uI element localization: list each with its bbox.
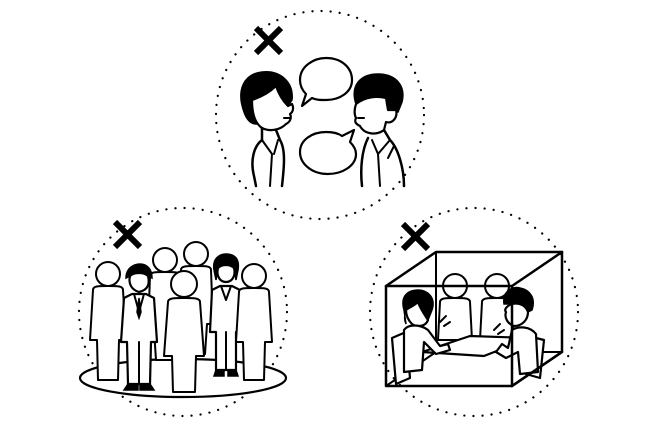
conversation-panel (214, 9, 426, 221)
speech-bubble-bottom (298, 128, 358, 176)
room-ghost-figure (437, 273, 473, 341)
closed-room-panel (368, 206, 580, 418)
man-talking-figure (353, 73, 406, 188)
cross-mark-icon (400, 221, 431, 252)
crowd-dotted-circle (77, 206, 289, 418)
suited-man-figure (119, 263, 159, 391)
crowd-person-silhouette (163, 270, 205, 393)
crowd-panel (77, 206, 289, 418)
woman-talking-figure (240, 71, 295, 188)
speech-bubble-top (298, 56, 354, 108)
suited-woman-figure (208, 253, 244, 377)
room-cube-front (384, 250, 564, 388)
room-woman-figure (390, 289, 452, 386)
crowd-person-silhouette (235, 263, 273, 381)
cross-mark-icon (112, 219, 143, 250)
conversation-dotted-circle (214, 9, 426, 221)
cross-mark-icon (253, 25, 284, 56)
crowd-person-silhouette (89, 261, 127, 381)
closed-room-dotted-circle (368, 206, 580, 418)
